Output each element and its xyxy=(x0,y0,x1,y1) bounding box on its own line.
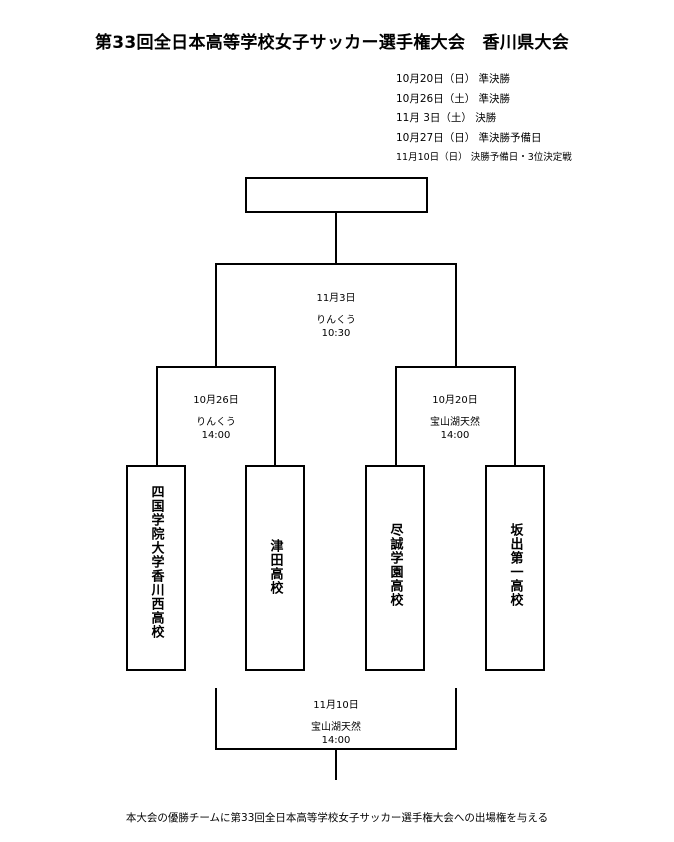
bracket-line xyxy=(156,366,276,368)
final-date: 11月3日 xyxy=(316,293,356,304)
semi-left-date: 10月26日 xyxy=(193,395,239,406)
bracket-line xyxy=(215,688,217,750)
team-name: 坂出第一高校 xyxy=(507,523,523,607)
semi-right-date: 10月20日 xyxy=(432,395,478,406)
bracket-line xyxy=(215,263,217,367)
bracket-line xyxy=(455,263,457,367)
schedule-item: 10月27日（日） 準決勝予備日 xyxy=(396,131,542,144)
third-place-date: 11月10日 xyxy=(313,700,359,711)
semi-right-time: 14:00 xyxy=(440,430,470,441)
semi-right-venue: 宝山湖天然 xyxy=(430,417,480,428)
page-title: 第33回全日本高等学校女子サッカー選手権大会 香川県大会 xyxy=(95,33,570,53)
semi-left-time: 14:00 xyxy=(201,430,231,441)
footer-note: 本大会の優勝チームに第33回全日本高等学校女子サッカー選手権大会への出場権を与え… xyxy=(125,812,549,824)
semifinal-right-info: 10月20日 宝山湖天然 14:00 xyxy=(405,394,505,442)
team-name: 四国学院大学香川西高校 xyxy=(148,485,164,639)
bracket-line xyxy=(215,263,457,265)
team-box-4: 坂出第一高校 xyxy=(485,465,545,671)
semi-left-venue: りんくう xyxy=(196,417,236,428)
schedule-item: 10月20日（日） 準決勝 xyxy=(396,73,511,85)
third-place-venue: 宝山湖天然 xyxy=(311,722,361,733)
team-name: 尽誠学園高校 xyxy=(387,523,403,607)
bracket-line xyxy=(395,366,397,466)
schedule-item: 11月 3日（土） 決勝 xyxy=(396,112,497,124)
team-name: 津田高校 xyxy=(267,539,283,595)
semifinal-left-info: 10月26日 りんくう 14:00 xyxy=(166,394,266,442)
third-place-match-info: 11月10日 宝山湖天然 14:00 xyxy=(286,699,386,747)
team-box-3: 尽誠学園高校 xyxy=(365,465,425,671)
schedule-item: 11月10日（日） 決勝予備日・3位決定戦 xyxy=(396,152,572,163)
bracket-line xyxy=(335,212,337,264)
bracket-line xyxy=(274,366,276,466)
final-time: 10:30 xyxy=(321,328,351,339)
bracket-line xyxy=(455,688,457,750)
bracket-line xyxy=(395,366,516,368)
bracket-line xyxy=(335,748,337,780)
third-place-time: 14:00 xyxy=(321,735,351,746)
team-box-2: 津田高校 xyxy=(245,465,305,671)
schedule-list: 10月20日（日） 準決勝 10月26日（土） 準決勝 11月 3日（土） 決勝… xyxy=(396,70,572,168)
bracket-line xyxy=(156,366,158,466)
final-venue: りんくう xyxy=(316,315,356,326)
winner-box xyxy=(245,177,428,213)
final-match-info: 11月3日 りんくう 10:30 xyxy=(286,292,386,340)
schedule-item: 10月26日（土） 準決勝 xyxy=(396,92,511,105)
bracket-line xyxy=(514,366,516,466)
team-box-1: 四国学院大学香川西高校 xyxy=(126,465,186,671)
